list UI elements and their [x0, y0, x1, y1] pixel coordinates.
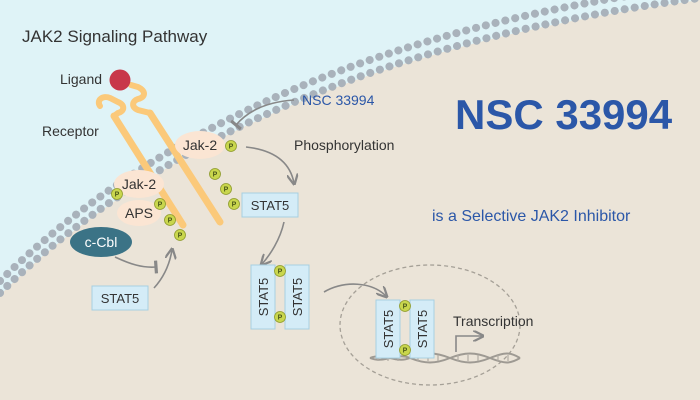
ligand — [109, 69, 131, 91]
svg-text:P: P — [158, 202, 163, 209]
phospho-dimer-bottom: P — [274, 311, 286, 323]
c-cbl — [70, 227, 132, 257]
phospho-dimer-top: P — [274, 265, 286, 277]
stat5-single — [241, 192, 299, 218]
hero-tagline: is a Selective JAK2 Inhibitor — [432, 208, 631, 225]
diagram-title: JAK2 Signaling Pathway — [22, 27, 208, 46]
phospho-nuc-top: P — [399, 300, 411, 312]
inhibitor-label: NSC 33994 — [302, 92, 375, 108]
jak2-low — [114, 170, 164, 198]
jak2-top-label: Jak-2 — [183, 137, 217, 153]
aps-label: APS — [125, 205, 153, 221]
phosphorylation-label: Phosphorylation — [294, 137, 394, 153]
svg-text:P: P — [229, 144, 234, 151]
inhibition-curve — [230, 99, 295, 131]
nucleus — [339, 264, 521, 386]
ligand-label: Ligand — [60, 71, 102, 87]
transcription-arrow — [455, 336, 482, 352]
phosphorylation-arrow — [245, 146, 294, 183]
membrane-inner — [0, 0, 700, 297]
svg-text:P: P — [224, 187, 229, 194]
phospho-receptor-l3: P — [174, 229, 186, 241]
svg-text:P: P — [115, 192, 120, 199]
phospho-sites: P P P P P P P P P P P P — [111, 140, 411, 356]
receptor-label: Receptor — [42, 123, 99, 139]
nuclear-import-arrow — [323, 283, 386, 296]
svg-text:P: P — [213, 172, 218, 179]
dimerization-arrow — [262, 221, 285, 264]
recruitment-arrow — [153, 250, 172, 289]
phospho-receptor-r2: P — [220, 183, 232, 195]
stat5-single-label: STAT5 — [251, 198, 290, 213]
svg-text:P: P — [278, 315, 283, 322]
receptor — [95, 82, 224, 229]
membrane-outer — [0, 0, 628, 285]
stat5-free — [91, 285, 149, 311]
svg-text:P: P — [278, 269, 283, 276]
jak2-top — [175, 131, 225, 159]
stat5-dimer-b-label: STAT5 — [290, 278, 305, 317]
aps — [117, 200, 161, 226]
stat5-nuc-b-label: STAT5 — [415, 310, 430, 349]
c-cbl-label: c-Cbl — [85, 234, 118, 250]
hero-title: NSC 33994 — [455, 91, 673, 138]
svg-text:P: P — [232, 202, 237, 209]
phospho-nuc-bottom: P — [399, 344, 411, 356]
jak2-low-label: Jak-2 — [122, 176, 156, 192]
svg-text:P: P — [403, 348, 408, 355]
svg-text:P: P — [403, 304, 408, 311]
svg-text:P: P — [178, 233, 183, 240]
c-cbl-inhibition — [114, 256, 159, 274]
phospho-jak2-top: P — [225, 140, 237, 152]
stat5-free-label: STAT5 — [101, 291, 140, 306]
phospho-stat5-single: P — [228, 198, 240, 210]
stat5-nuc-a-label: STAT5 — [381, 310, 396, 349]
phospho-receptor-r1: P — [209, 168, 221, 180]
svg-text:P: P — [168, 218, 173, 225]
phospho-jak2-low: P — [111, 188, 123, 200]
stat5-dimer: STAT5 STAT5 — [250, 264, 310, 330]
stat5-nuclear-dimer: STAT5 STAT5 — [375, 299, 435, 359]
stat5-dimer-a-label: STAT5 — [256, 278, 271, 317]
phospho-receptor-l2: P — [164, 214, 176, 226]
phospho-receptor-l1: P — [154, 198, 166, 210]
transcription-label: Transcription — [453, 313, 533, 329]
